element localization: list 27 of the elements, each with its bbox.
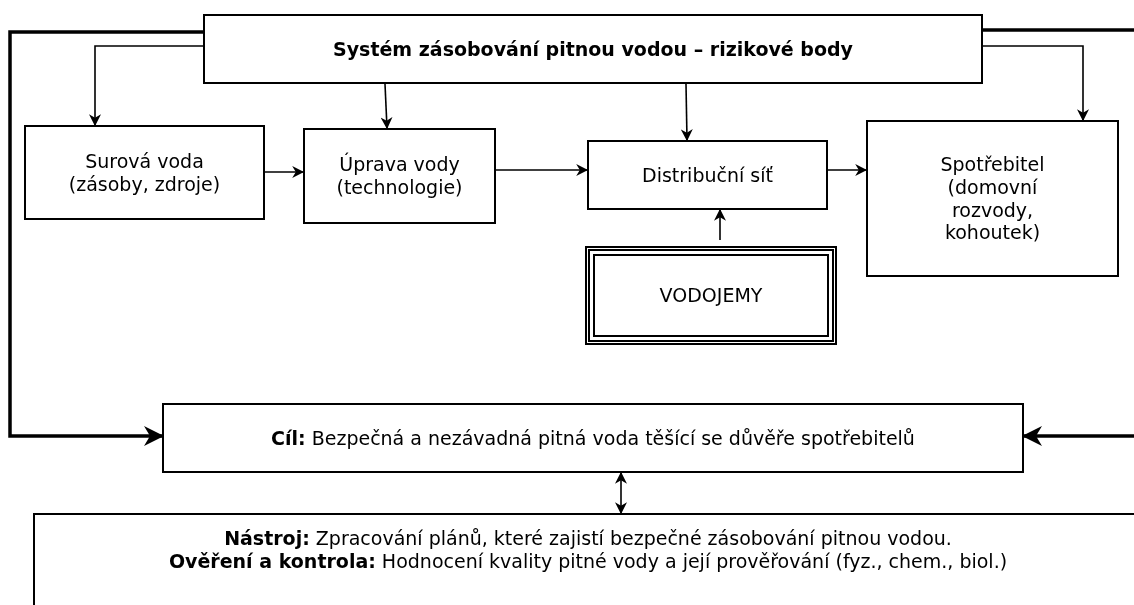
arrow xyxy=(264,166,305,178)
node-text: Distribuční síť xyxy=(642,163,773,187)
process-box xyxy=(587,140,828,210)
node-text: Ověření a kontrola: Hodnocení kvality pitné vody a její prověřování (fyz., chem., biol.) xyxy=(168,549,1008,573)
node-text: Spotřebitel (domovní rozvody, kohoutek) xyxy=(939,152,1046,245)
title-box xyxy=(203,14,983,84)
goal-box xyxy=(162,403,1024,473)
arrow xyxy=(714,208,726,241)
node-text: VODOJEMY xyxy=(659,284,763,307)
arrow xyxy=(495,164,589,176)
tool-box xyxy=(33,513,1134,605)
process-box xyxy=(866,120,1119,277)
arrow xyxy=(89,45,204,127)
arrow xyxy=(982,45,1089,122)
process-box xyxy=(303,128,496,224)
node-text: Úprava vody (technologie) xyxy=(335,153,464,199)
arrow xyxy=(827,164,868,176)
node-text: Cíl: Bezpečná a nezávadná pitná voda těšící se důvěře spotřebitelů xyxy=(271,426,915,450)
arrow xyxy=(380,83,393,130)
arrow xyxy=(8,30,203,446)
node-text: Surová voda (zásoby, zdroje) xyxy=(67,149,222,196)
node-text: Systém zásobování pitnou vodou – rizikové body xyxy=(333,37,853,61)
node-text: Nástroj: Zpracování plánů, které zajistí bezpečné zásobování pitnou vodou. xyxy=(224,527,952,550)
arrow xyxy=(680,83,693,142)
process-box xyxy=(24,125,265,220)
reservoir-box xyxy=(588,249,834,342)
arrow xyxy=(615,471,627,515)
